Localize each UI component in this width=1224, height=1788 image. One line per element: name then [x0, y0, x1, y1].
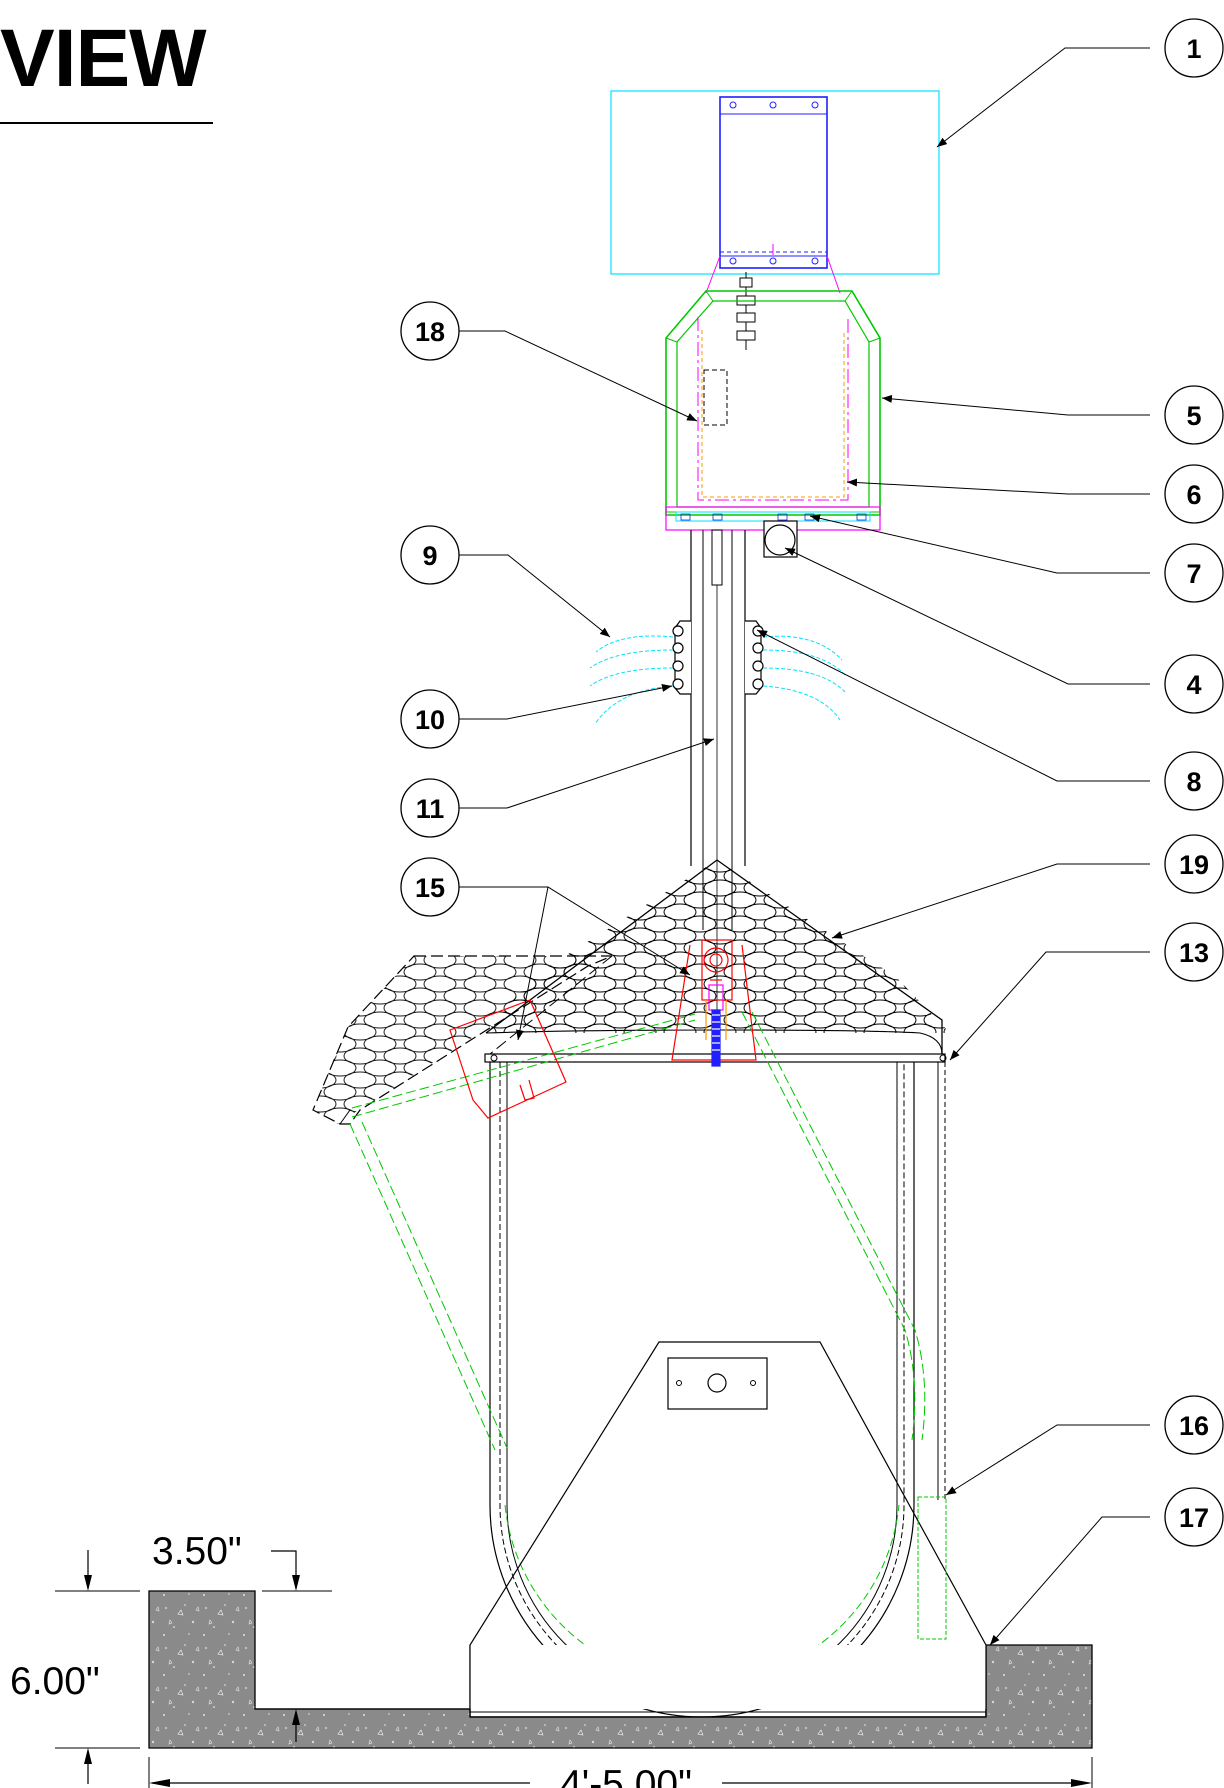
callout-4: 4: [784, 547, 1224, 714]
callout-13: 13: [949, 922, 1224, 1061]
callout-5-label: 5: [1186, 401, 1201, 431]
dimension-6-00: [55, 1550, 140, 1784]
sign-panel: [610, 90, 940, 275]
callout-1: 1: [936, 18, 1224, 148]
hinge-assembly: [449, 939, 757, 1119]
callout-15-label: 15: [415, 873, 445, 903]
callout-9-label: 9: [422, 541, 437, 571]
callout-9: 9: [400, 525, 611, 638]
callout-17-label: 17: [1179, 1503, 1209, 1533]
callout-16-label: 16: [1179, 1411, 1209, 1441]
callout-11-label: 11: [416, 794, 445, 824]
dimension-label-6-00: 6.00": [10, 1660, 100, 1703]
callout-4-label: 4: [1186, 670, 1201, 700]
callout-10: 10: [400, 684, 673, 749]
callout-16: 16: [945, 1395, 1224, 1496]
dimension-label-3-50: 3.50": [152, 1530, 242, 1573]
callout-13-label: 13: [1179, 938, 1209, 968]
dimension-overall-width: [148, 1757, 1093, 1788]
callout-11: 11: [400, 738, 715, 838]
callout-19-label: 19: [1179, 850, 1209, 880]
housing-flare-lines: [705, 255, 841, 294]
callout-8: 8: [756, 629, 1224, 811]
callout-19: 19: [831, 834, 1224, 939]
swing-path-lines: [349, 1011, 926, 1451]
callout-8-label: 8: [1186, 767, 1201, 797]
callout-18-label: 18: [415, 317, 445, 347]
enclosure-housing: [665, 290, 881, 531]
coupling-stack: [736, 272, 756, 350]
callout-7: 7: [809, 514, 1224, 603]
callout-10-label: 10: [415, 705, 445, 735]
callout-18: 18: [400, 301, 698, 422]
callout-7-label: 7: [1186, 559, 1201, 589]
dimension-label-overall-width: 4'-5.00": [560, 1763, 692, 1788]
callout-15: 15: [400, 857, 691, 1041]
pole-clamps: [589, 620, 846, 725]
title-underline: [0, 122, 213, 124]
callout-6: 6: [846, 464, 1224, 524]
callout-17: 17: [989, 1487, 1224, 1646]
dimension-3-50: [262, 1550, 332, 1742]
callout-1-label: 1: [1186, 34, 1201, 64]
base-stand: [469, 1341, 987, 1718]
view-title: VIEW: [0, 13, 207, 104]
callout-6-label: 6: [1186, 480, 1201, 510]
callout-5: 5: [881, 385, 1224, 445]
slab-recess: [470, 1645, 986, 1709]
